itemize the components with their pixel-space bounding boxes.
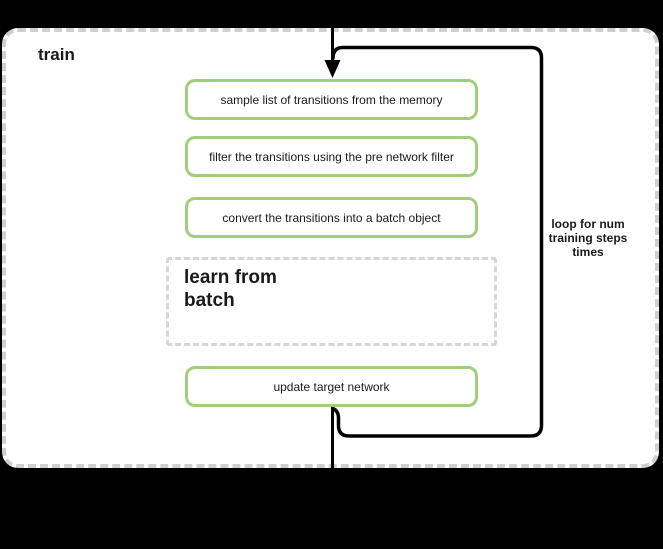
subprocess-label-line: batch	[184, 290, 235, 311]
loop-annotation: loop for num training steps times	[537, 217, 639, 259]
loop-annotation-line: training steps	[548, 231, 628, 245]
loop-path	[331, 45, 544, 438]
subprocess-learn-from-batch: learn from batch	[166, 257, 497, 346]
step-update-target-network: update target network	[185, 366, 478, 407]
loop-annotation-line: times	[572, 245, 604, 259]
train-frame-title: train	[38, 45, 75, 64]
subprocess-label-line: learn from	[184, 267, 277, 288]
step-convert-to-batch: convert the transitions into a batch obj…	[185, 197, 478, 238]
arrow-down-icon	[324, 60, 341, 78]
step-filter-transitions: filter the transitions using the pre net…	[185, 136, 478, 177]
step-label: convert the transitions into a batch obj…	[222, 210, 441, 225]
loop-annotation-line: loop for num	[551, 217, 625, 231]
step-label: sample list of transitions from the memo…	[220, 92, 443, 107]
step-label: update target network	[273, 379, 390, 394]
step-sample-transitions: sample list of transitions from the memo…	[185, 79, 478, 120]
step-label: filter the transitions using the pre net…	[209, 149, 454, 164]
